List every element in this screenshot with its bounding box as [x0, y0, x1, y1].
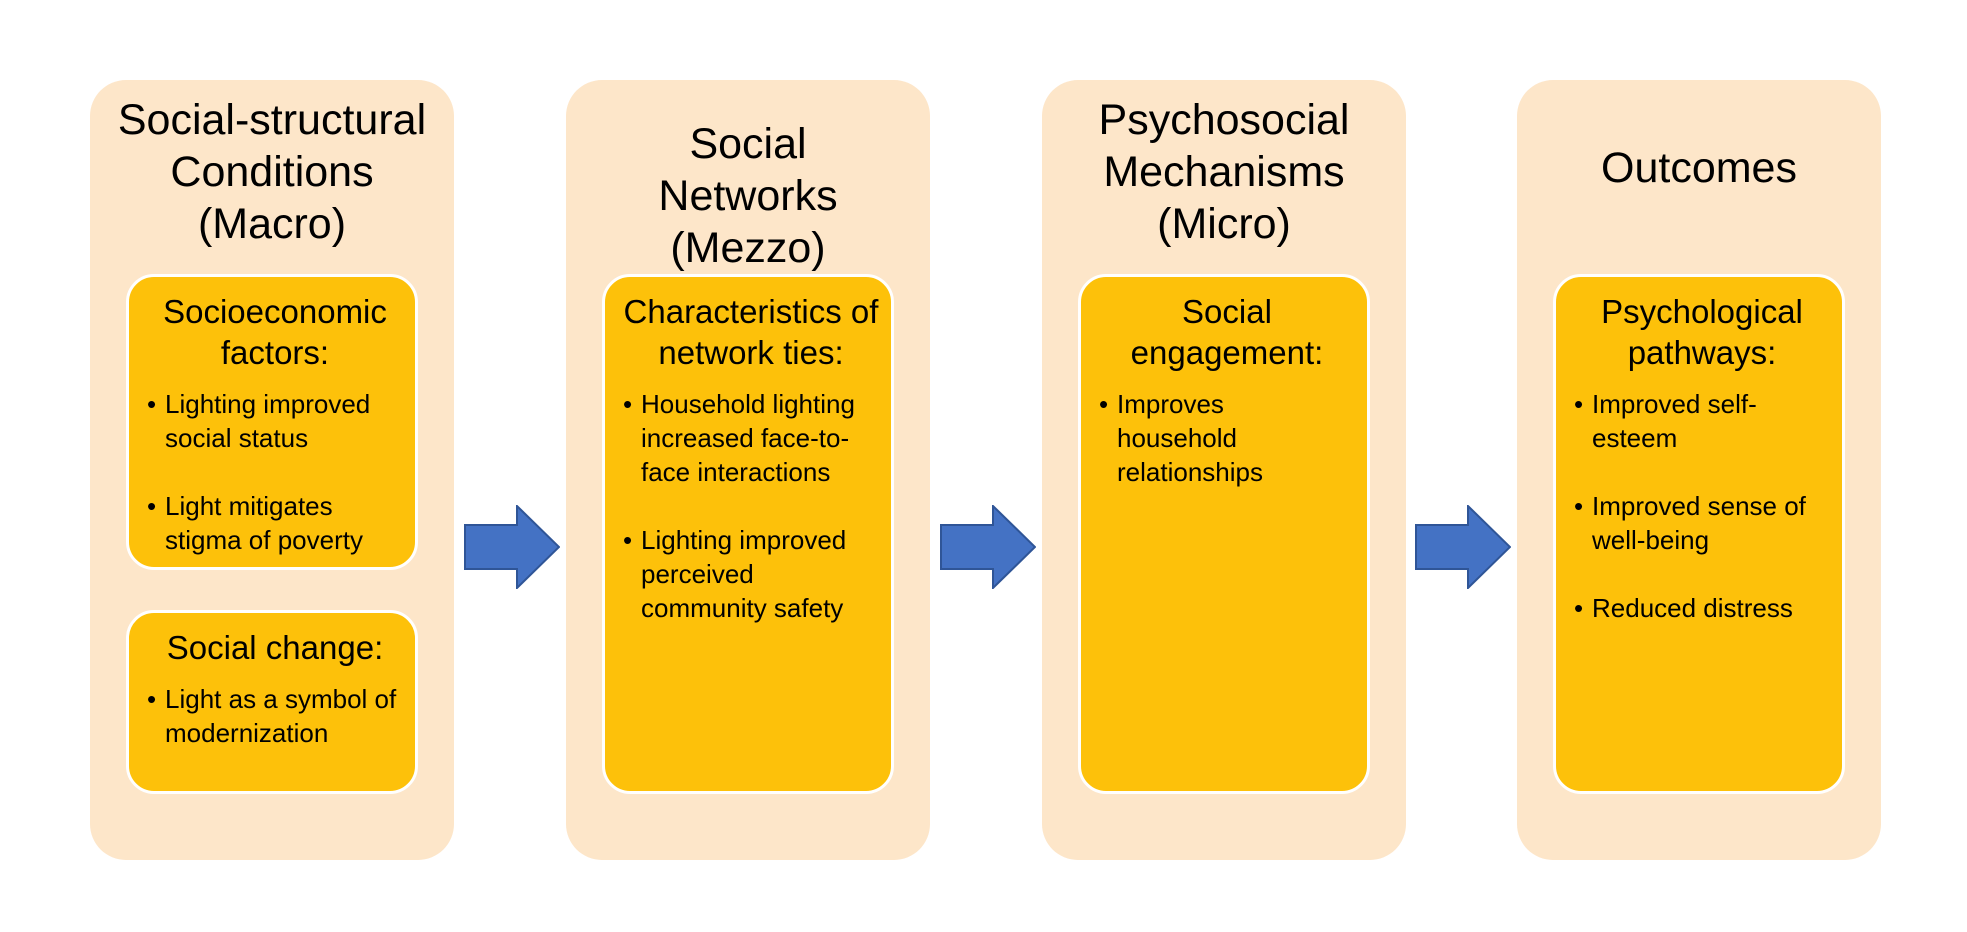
box-social-engagement: Social engagement: Improves household re…: [1078, 274, 1370, 794]
bullet-item: Light as a symbol of modernization: [147, 682, 403, 750]
bullet-item: Lighting improved social status: [147, 387, 403, 455]
column-mezzo: Social Networks (Mezzo) Characteristics …: [566, 80, 930, 860]
box-heading-social-engagement: Social engagement:: [1130, 293, 1324, 371]
bullet-item: Light mitigates stigma of poverty: [147, 489, 403, 557]
right-arrow-icon: [940, 505, 1036, 589]
bullet-item: Lighting improved perceived community sa…: [623, 523, 879, 625]
bullet-item: Household lighting increased face-to-fac…: [623, 387, 879, 489]
column-title-macro: Social-structural Conditions (Macro): [117, 96, 427, 248]
bullet-item: Improves household relationships: [1099, 387, 1295, 489]
column-title-outcomes: Outcomes: [1601, 144, 1797, 192]
bullet-item: Reduced distress: [1574, 591, 1830, 625]
column-title-micro: Psychosocial Mechanisms (Micro): [1098, 96, 1350, 248]
box-social-change: Social change: Light as a symbol of mode…: [126, 610, 418, 794]
bullet-item: Improved sense of well-being: [1574, 489, 1830, 557]
column-macro: Social-structural Conditions (Macro) Soc…: [90, 80, 454, 860]
bullet-list-socioeconomic: Lighting improved social status Light mi…: [147, 387, 403, 557]
column-micro: Psychosocial Mechanisms (Micro) Social e…: [1042, 80, 1406, 860]
bullet-list-psychological: Improved self-esteem Improved sense of w…: [1574, 387, 1830, 625]
column-title-mezzo: Social Networks (Mezzo): [658, 120, 838, 272]
bullet-list-network-ties: Household lighting increased face-to-fac…: [623, 387, 879, 625]
right-arrow-icon: [1415, 505, 1511, 589]
box-socioeconomic-factors: Socioeconomic factors: Lighting improved…: [126, 274, 418, 570]
box-heading-psychological: Psychological pathways:: [1601, 293, 1803, 371]
bullet-list-social-change: Light as a symbol of modernization: [147, 682, 403, 750]
column-outcomes: Outcomes Psychological pathways: Improve…: [1517, 80, 1881, 860]
box-psychological-pathways: Psychological pathways: Improved self-es…: [1553, 274, 1845, 794]
bullet-item: Improved self-esteem: [1574, 387, 1830, 455]
bullet-list-social-engagement: Improves household relationships: [1099, 387, 1355, 489]
box-heading-socioeconomic: Socioeconomic factors:: [163, 293, 387, 371]
right-arrow-icon: [464, 505, 560, 589]
box-heading-network-ties: Characteristics of network ties:: [623, 293, 879, 371]
box-network-ties: Characteristics of network ties: Househo…: [602, 274, 894, 794]
box-heading-social-change: Social change:: [166, 629, 384, 666]
